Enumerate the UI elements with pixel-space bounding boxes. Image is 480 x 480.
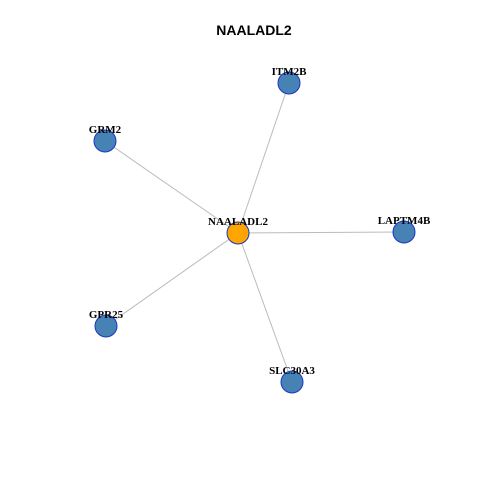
node-naaladl2[interactable] bbox=[226, 221, 250, 245]
edge-naaladl2-itm2b bbox=[237, 82, 290, 234]
node-layer bbox=[93, 71, 416, 394]
node-grm2[interactable] bbox=[93, 129, 117, 153]
node-label-naaladl2: NAALADL2 bbox=[208, 216, 268, 228]
node-itm2b[interactable] bbox=[277, 71, 301, 95]
node-label-laptm4b: LAPTM4B bbox=[378, 215, 431, 227]
edge-layer bbox=[104, 82, 405, 383]
node-slc30a3[interactable] bbox=[280, 370, 304, 394]
node-label-gpr25: GPR25 bbox=[89, 309, 124, 321]
edge-naaladl2-laptm4b bbox=[237, 231, 405, 234]
node-label-itm2b: ITM2B bbox=[272, 66, 308, 78]
node-label-grm2: GRM2 bbox=[89, 124, 122, 136]
node-label-slc30a3: SLC30A3 bbox=[269, 365, 315, 377]
diagram-title: NAALADL2 bbox=[216, 22, 292, 38]
node-laptm4b[interactable] bbox=[392, 220, 416, 244]
edge-naaladl2-slc30a3 bbox=[237, 232, 293, 383]
edge-naaladl2-gpr25 bbox=[105, 232, 239, 327]
node-gpr25[interactable] bbox=[94, 314, 118, 338]
edge-naaladl2-grm2 bbox=[104, 140, 239, 234]
